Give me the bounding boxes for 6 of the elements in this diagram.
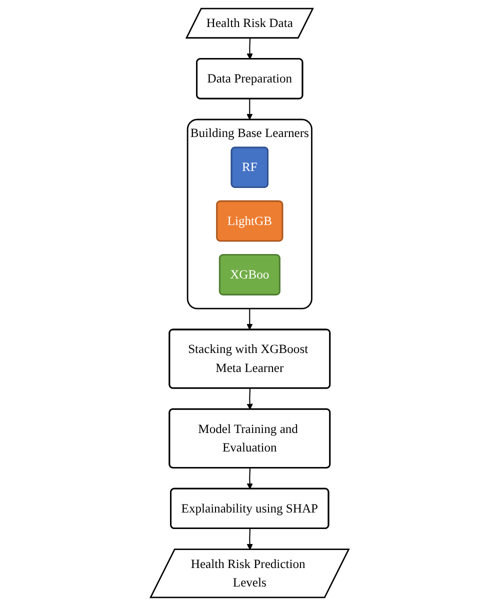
- arrow: [246, 388, 253, 410]
- arrow: [246, 98, 253, 120]
- arrow: [246, 308, 253, 330]
- arrow: [246, 38, 253, 59]
- arrow: [246, 467, 253, 489]
- arrow: [246, 528, 253, 550]
